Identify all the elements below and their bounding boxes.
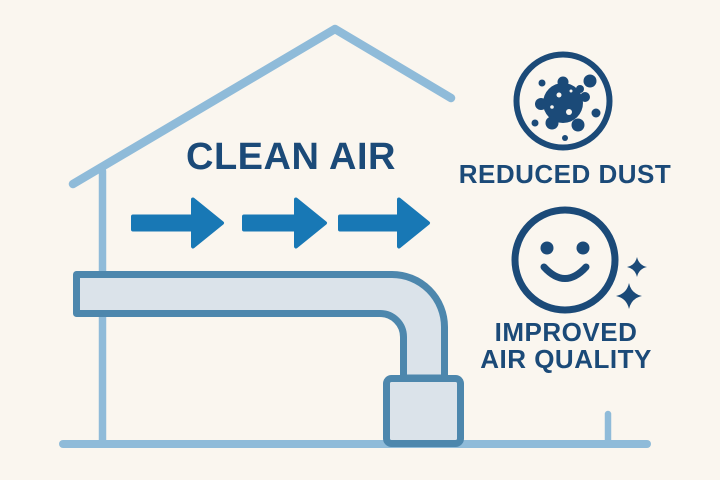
sparkle-small [627, 257, 647, 277]
airflow-arrow-icon [338, 197, 430, 249]
sparkles-icon [616, 257, 647, 309]
smile-mouth [540, 263, 590, 282]
smiley-face-icon [511, 206, 619, 314]
left-eye [540, 241, 554, 255]
air-duct-elbow [73, 271, 448, 382]
dust-blob-holes [550, 89, 573, 115]
dust-blob [531, 74, 601, 141]
airflow-arrows [131, 197, 430, 249]
airflow-arrow-icon [242, 197, 327, 249]
dust-particle-icon [513, 51, 613, 151]
face-circle [511, 206, 619, 314]
sparkle-large [616, 283, 642, 309]
house-roof [68, 24, 456, 189]
improved-air-quality-line2: AIR QUALITY [480, 344, 652, 374]
airflow-arrow-icon [131, 197, 224, 249]
right-eye [576, 241, 590, 255]
improved-air-quality-line1: IMPROVED [494, 317, 638, 347]
badge-circle [513, 51, 613, 151]
reduced-dust-label: REDUCED DUST [458, 159, 672, 189]
improved-air-quality-label: IMPROVED AIR QUALITY [456, 319, 676, 373]
hvac-unit-box [383, 375, 464, 447]
clean-air-title: CLEAN AIR [186, 136, 396, 178]
